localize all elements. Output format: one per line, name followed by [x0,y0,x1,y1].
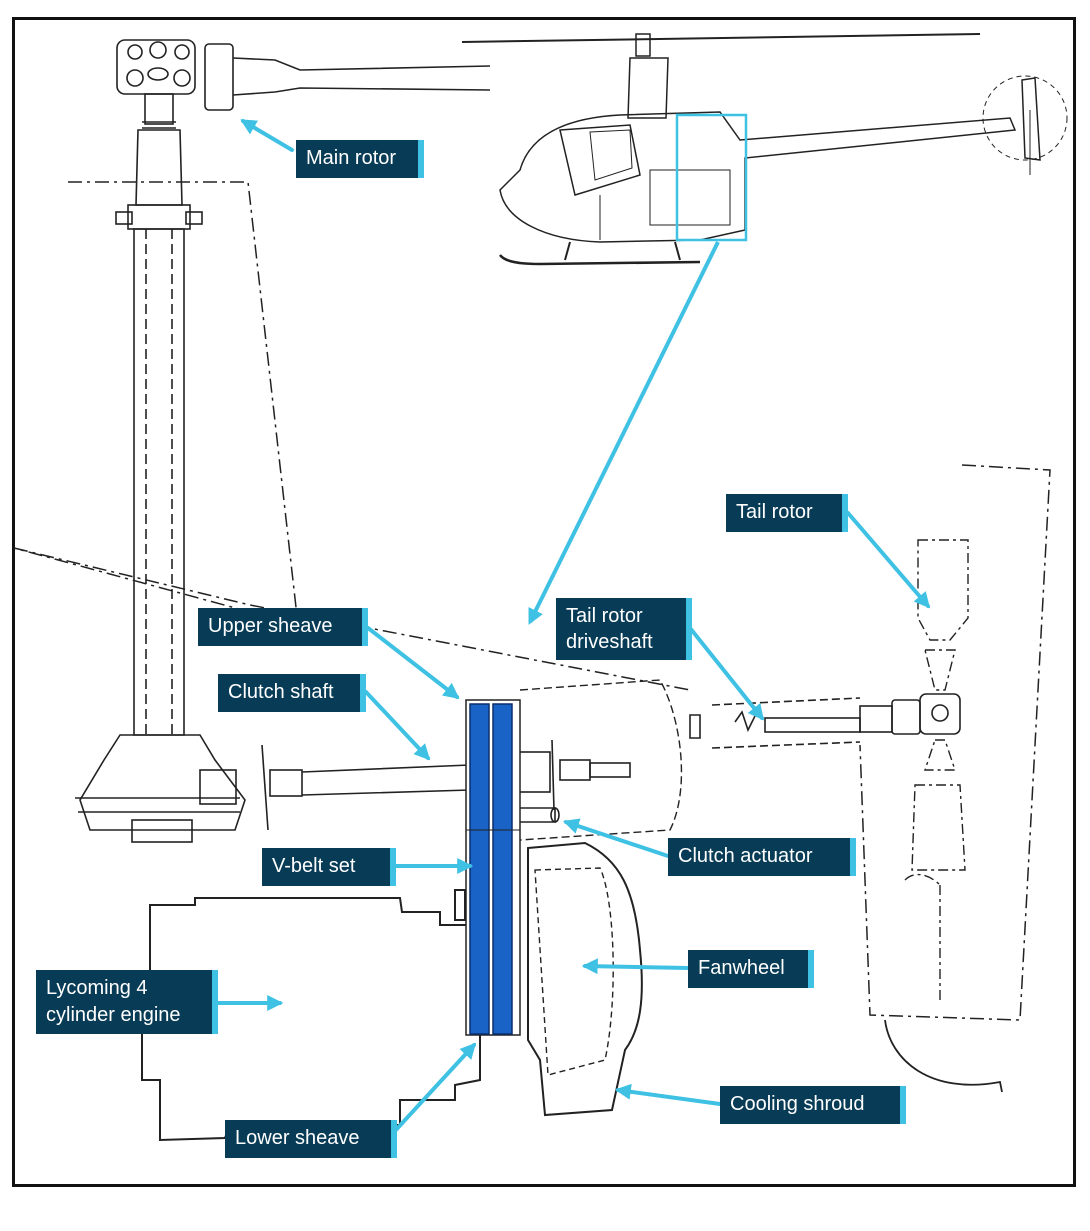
label-engine: Lycoming 4 cylinder engine [36,970,218,1034]
inset-callout-arrow [528,241,720,625]
v-belt-set [465,699,521,1036]
label-clutch-actuator: Clutch actuator [668,838,856,876]
label-clutch-shaft: Clutch shaft [218,674,366,712]
label-upper-sheave: Upper sheave [198,608,368,646]
label-main-rotor: Main rotor [296,140,424,178]
engine-outline [141,889,481,1142]
arrow-upper-sheave [366,626,460,699]
main-rotor-mast [75,39,491,843]
helicopter-inset [461,33,1068,266]
tail-driveshaft [689,693,961,749]
inset-highlight-box [675,113,748,242]
label-v-belt-set: V-belt set [262,848,396,886]
label-tail-rotor: Tail rotor [726,494,848,532]
label-tail-rotor-driveshaft: Tail rotor driveshaft [556,598,692,660]
label-lower-sheave: Lower sheave [225,1120,397,1158]
arrow-cooling-shroud [614,1083,722,1106]
callout-arrows [216,119,931,1134]
arrow-lower-sheave [392,1042,477,1134]
arrow-tail-rotor [846,511,931,609]
arrow-main-rotor [240,119,294,152]
sheave-housing [519,679,683,841]
arrow-fanwheel [581,958,690,975]
label-cooling-shroud: Cooling shroud [720,1086,906,1124]
label-fanwheel: Fanwheel [688,950,814,988]
cooling-shroud [527,841,643,1117]
arrow-tail-rotor-driveshaft [688,626,764,721]
arrow-clutch-actuator [562,818,670,858]
tail-rotor-blades [904,539,969,1000]
arrow-clutch-shaft [364,690,431,761]
airframe-outline [13,181,1051,1021]
clutch-shaft [261,739,631,831]
tail-skid-guard [884,1019,1003,1093]
